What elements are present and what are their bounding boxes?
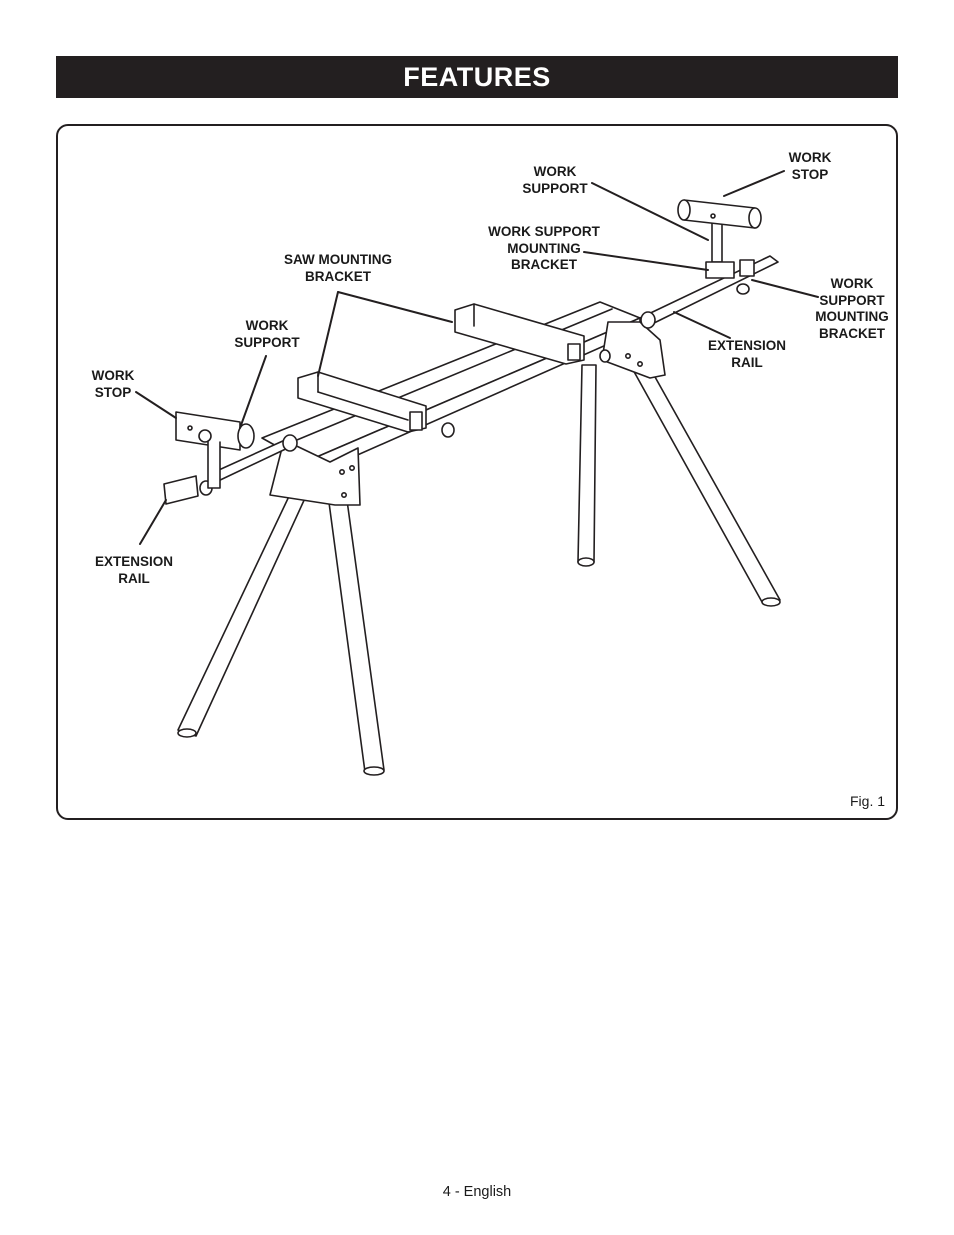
stand-legs [177, 364, 781, 776]
label-work-stop-left: WORK STOP [91, 368, 135, 400]
work-support-right [677, 199, 762, 279]
saw-mounting-brackets [297, 303, 611, 438]
label-work-support-left: WORK SUPPORT [234, 318, 300, 350]
extension-rail-right [639, 255, 779, 329]
label-extension-rail-left: EXTENSION RAIL [94, 554, 174, 586]
label-work-support-mounting-bracket-right: WORK SUPPORT MOUNTING BRACKET [815, 276, 889, 341]
label-work-stop-right: WORK STOP [788, 150, 832, 182]
page-number: 4 - English [442, 1184, 512, 1200]
label-saw-mounting-bracket: SAW MOUNTING BRACKET [284, 252, 392, 284]
page-title: FEATURES [403, 61, 551, 92]
extension-rail-left [163, 434, 298, 505]
label-extension-rail-right: EXTENSION RAIL [707, 338, 787, 370]
label-work-support-right: WORK SUPPORT [522, 164, 588, 196]
figure-caption: Fig. 1 [850, 793, 886, 809]
leader-lines [135, 170, 819, 545]
work-support-left [175, 411, 255, 489]
figure-frame [56, 124, 898, 820]
label-work-support-mounting-bracket-top: WORK SUPPORT MOUNTING BRACKET [488, 224, 600, 272]
section-header: FEATURES [56, 56, 898, 98]
